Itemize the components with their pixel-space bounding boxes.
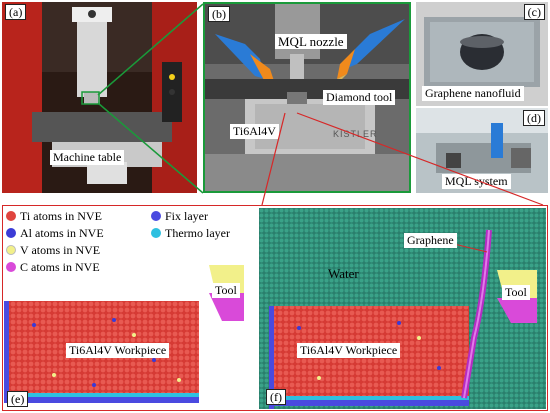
panel-d-mql-photo: (d) MQL system: [416, 108, 548, 193]
mql-nozzle-label: MQL nozzle: [275, 34, 347, 49]
panel-f-workpiece-label: Ti6Al4V Workpiece: [297, 343, 401, 358]
panel-f-label: (f): [266, 389, 286, 405]
panel-e-label: (e): [7, 391, 29, 407]
panel-c-nanofluid-photo: (c) Graphene nanofluid: [416, 2, 548, 106]
legend-fix: Fix layer: [151, 210, 208, 223]
water-label: Water: [328, 266, 359, 281]
legend-ti: Ti atoms in NVE: [6, 210, 102, 223]
legend-c: C atoms in NVE: [6, 261, 100, 274]
panel-a-label: (a): [5, 4, 27, 20]
atom-legend: Ti atoms in NVE Al atoms in NVE V atoms …: [6, 210, 256, 278]
panel-f-tool-label: Tool: [502, 285, 530, 300]
simulation-frame: [2, 205, 548, 411]
legend-al: Al atoms in NVE: [6, 227, 104, 240]
panel-e-workpiece-label: Ti6Al4V Workpiece: [66, 343, 170, 358]
diamond-tool-label: Diamond tool: [323, 90, 396, 105]
panel-f-simulation: Graphene Water Tool Ti6Al4V Workpiece (f…: [259, 208, 546, 409]
panel-e-simulation: Tool Ti6Al4V Workpiece (e): [4, 265, 254, 409]
legend-v: V atoms in NVE: [6, 244, 100, 257]
panel-c-label: (c): [523, 4, 545, 20]
panel-b-label: (b): [208, 6, 230, 22]
machine-table-caption: Machine table: [50, 150, 125, 165]
panel-f-atoms: [259, 208, 546, 409]
graphene-nanofluid-caption: Graphene nanofluid: [422, 86, 524, 101]
panel-e-tool-label: Tool: [212, 283, 240, 298]
graphene-label: Graphene: [404, 233, 457, 248]
panel-d-label: (d): [523, 110, 545, 126]
panel-b-closeup-photo: (b) MQL nozzle Diamond tool Ti6Al4V KIST…: [203, 2, 411, 193]
workpiece-label: Ti6Al4V: [230, 124, 279, 139]
legend-thermo: Thermo layer: [151, 227, 230, 240]
panel-a-machine-photo: (a) Machine table: [2, 2, 197, 193]
mql-system-caption: MQL system: [442, 174, 511, 189]
